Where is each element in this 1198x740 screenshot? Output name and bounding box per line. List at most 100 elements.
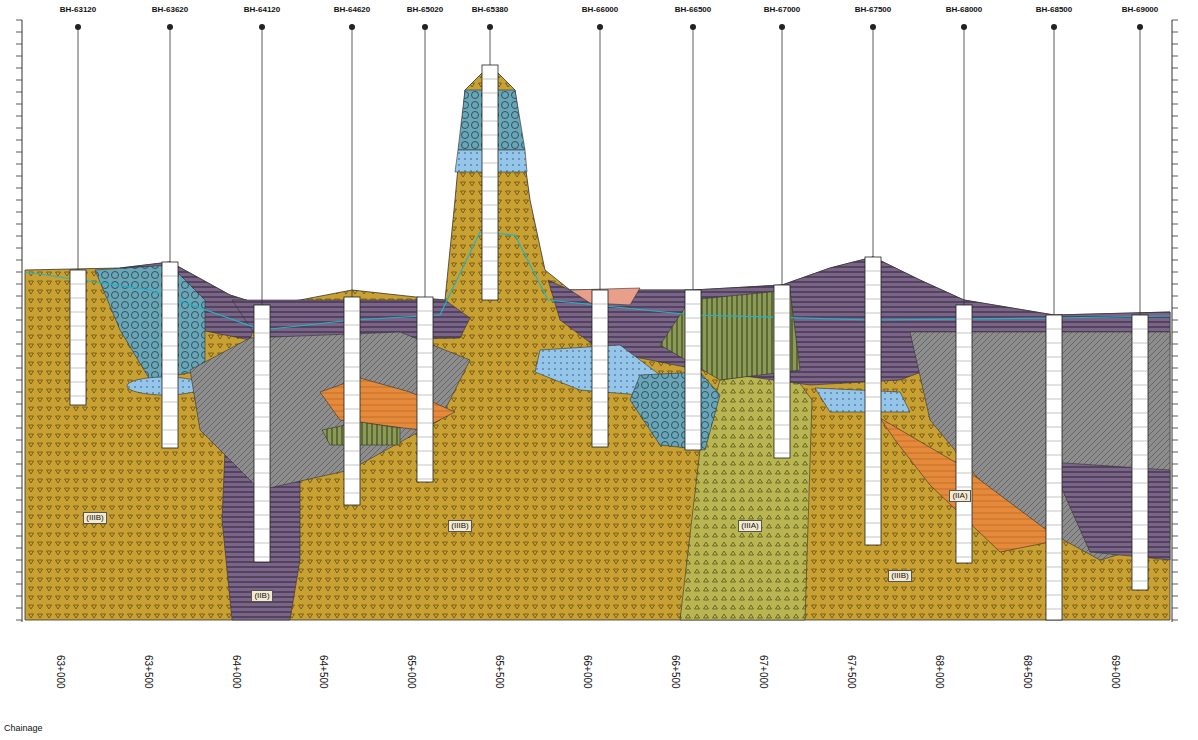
scale-tick [1172, 500, 1178, 501]
log-division [956, 543, 972, 544]
log-division [1046, 455, 1062, 456]
scale-tick [16, 32, 22, 33]
log-division [254, 431, 270, 432]
log-division [592, 304, 608, 305]
log-division [1046, 609, 1062, 610]
scale-tick [16, 620, 22, 621]
log-division [417, 395, 433, 396]
scale-tick [16, 584, 22, 585]
log-division [344, 325, 360, 326]
log-division [1046, 441, 1062, 442]
log-division [1046, 595, 1062, 596]
scale-tick [16, 476, 22, 477]
log-division [162, 276, 178, 277]
borehole-log [482, 65, 498, 300]
scale-tick [16, 296, 22, 297]
log-division [956, 319, 972, 320]
scale-tick [16, 404, 22, 405]
log-division [865, 313, 881, 314]
log-division [162, 416, 178, 417]
log-division [592, 346, 608, 347]
scale-tick [16, 116, 22, 117]
borehole-name: BH-69000 [1122, 6, 1158, 14]
borehole-log [344, 297, 360, 505]
chainage-value: 64+000 [231, 655, 241, 689]
log-division [254, 403, 270, 404]
borehole-log [774, 285, 790, 458]
log-division [344, 493, 360, 494]
log-division [162, 318, 178, 319]
borehole-name: BH-66000 [582, 6, 618, 14]
log-division [254, 375, 270, 376]
scale-tick [1172, 128, 1178, 129]
log-division [774, 369, 790, 370]
scale-tick [1172, 548, 1178, 549]
scale-tick [16, 152, 22, 153]
scale-tick [1172, 464, 1178, 465]
log-division [1132, 497, 1148, 498]
log-division [1046, 483, 1062, 484]
log-division [162, 304, 178, 305]
scale-tick [16, 548, 22, 549]
log-division [685, 402, 701, 403]
scale-tick [1172, 272, 1178, 273]
borehole-line [1140, 30, 1141, 315]
borehole-name: BH-67000 [764, 6, 800, 14]
borehole-line [600, 30, 601, 290]
scale-tick [16, 500, 22, 501]
scale-tick [16, 188, 22, 189]
log-division [956, 403, 972, 404]
borehole-marker [1137, 24, 1143, 30]
log-division [1132, 371, 1148, 372]
borehole-log [162, 262, 178, 448]
scale-tick [1172, 212, 1178, 213]
log-division [956, 389, 972, 390]
scale-tick [1172, 344, 1178, 345]
log-division [254, 361, 270, 362]
scale-tick [16, 452, 22, 453]
log-division [482, 121, 498, 122]
borehole-log [417, 297, 433, 482]
log-division [865, 439, 881, 440]
log-division [1132, 581, 1148, 582]
borehole-log [956, 305, 972, 563]
log-division [685, 332, 701, 333]
log-division [685, 346, 701, 347]
scale-tick [1172, 260, 1178, 261]
scale-tick [16, 20, 22, 21]
log-division [956, 417, 972, 418]
chainage-value: 66+000 [582, 655, 592, 689]
borehole-name: BH-65020 [407, 6, 443, 14]
log-division [956, 445, 972, 446]
borehole-marker [422, 24, 428, 30]
log-division [417, 311, 433, 312]
log-division [417, 367, 433, 368]
borehole-line [262, 30, 263, 305]
scale-tick [1172, 596, 1178, 597]
log-division [774, 383, 790, 384]
scale-tick [16, 560, 22, 561]
borehole-marker [259, 24, 265, 30]
scale-tick [16, 68, 22, 69]
chainage-value: 68+500 [1022, 655, 1032, 689]
scale-tick [1172, 332, 1178, 333]
borehole-line [873, 30, 874, 257]
log-division [592, 374, 608, 375]
log-division [162, 332, 178, 333]
scale-tick [1172, 32, 1178, 33]
log-division [1132, 343, 1148, 344]
borehole-log [1132, 315, 1148, 590]
scale-tick [16, 608, 22, 609]
layer-tag: (IIIA) [738, 520, 761, 532]
chainage-value: 65+000 [406, 655, 416, 689]
borehole-name: BH-67500 [855, 6, 891, 14]
log-division [417, 409, 433, 410]
borehole-name: BH-63620 [152, 6, 188, 14]
borehole-log [865, 257, 881, 545]
log-division [162, 430, 178, 431]
scale-tick [16, 176, 22, 177]
log-division [865, 481, 881, 482]
borehole-line [78, 30, 79, 270]
log-division [70, 396, 86, 397]
log-division [774, 439, 790, 440]
